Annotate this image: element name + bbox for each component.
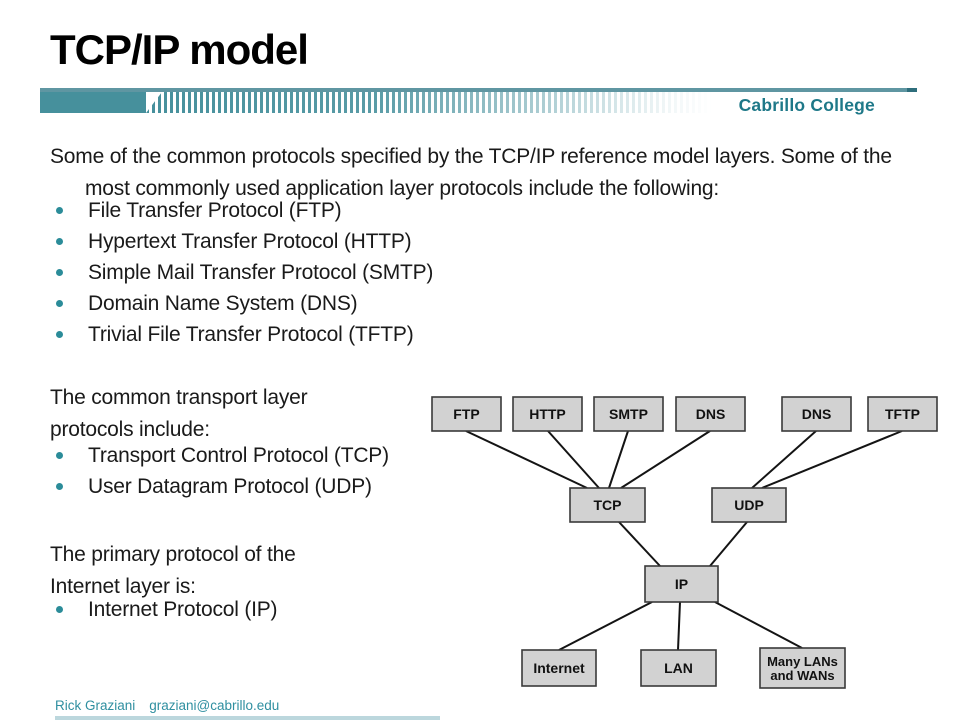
diagram-node-label: DNS bbox=[696, 406, 726, 422]
list-item: File Transfer Protocol (FTP) bbox=[50, 199, 433, 230]
protocol-diagram: FTP HTTP SMTP DNS DNS TFTP TCP UDP IP Internet LAN… bbox=[420, 390, 950, 690]
brand-text: Cabrillo College bbox=[738, 95, 875, 115]
list-item: User Datagram Protocol (UDP) bbox=[50, 475, 389, 506]
diagram-node-box bbox=[593, 396, 664, 432]
list-item: Hypertext Transfer Protocol (HTTP) bbox=[50, 230, 433, 261]
bullet-icon bbox=[56, 300, 63, 307]
application-protocol-list: File Transfer Protocol (FTP) Hypertext T… bbox=[50, 199, 433, 354]
diagram-node-tcp: TCP bbox=[569, 487, 646, 523]
list-item: Transport Control Protocol (TCP) bbox=[50, 444, 389, 475]
internet-intro-line-2: Internet layer is: bbox=[50, 575, 196, 598]
diagram-node-label: LAN bbox=[664, 660, 693, 676]
list-item: Internet Protocol (IP) bbox=[50, 598, 278, 629]
bullet-icon bbox=[56, 452, 63, 459]
bullet-icon bbox=[56, 238, 63, 245]
band-line-tip bbox=[907, 88, 917, 92]
diagram-node-dns-1: DNS bbox=[675, 396, 746, 432]
list-item: Simple Mail Transfer Protocol (SMTP) bbox=[50, 261, 433, 292]
diagram-edge-tftp-udp bbox=[761, 430, 903, 489]
diagram-node-label: SMTP bbox=[609, 406, 648, 422]
list-item: Domain Name System (DNS) bbox=[50, 292, 433, 323]
diagram-node-box bbox=[781, 396, 852, 432]
diagram-edge-dns-2-udp bbox=[751, 430, 817, 489]
diagram-node-box bbox=[569, 487, 646, 523]
diagram-edge-http-tcp bbox=[547, 430, 600, 489]
transport-intro-line-1: The common transport layer bbox=[50, 386, 308, 409]
bullet-icon bbox=[56, 483, 63, 490]
diagram-node-label: DNS bbox=[802, 406, 832, 422]
diagram-node-internet: Internet bbox=[521, 649, 597, 687]
bullet-icon bbox=[56, 331, 63, 338]
diagram-node-label: UDP bbox=[734, 497, 764, 513]
diagram-node-label: TFTP bbox=[885, 406, 920, 422]
diagram-edge-ip-wans bbox=[714, 601, 803, 649]
band-solid-block bbox=[40, 92, 146, 113]
diagram-node-label: IP bbox=[675, 576, 688, 592]
diagram-node-box bbox=[867, 396, 938, 432]
diagram-edge-dns-1-tcp bbox=[620, 430, 711, 489]
diagram-node-box bbox=[759, 647, 846, 689]
diagram-edge-ip-lan bbox=[677, 601, 681, 651]
diagram-node-label: FTP bbox=[453, 406, 479, 422]
internet-intro-line-1: The primary protocol of the bbox=[50, 543, 296, 566]
bullet-icon bbox=[56, 606, 63, 613]
internet-protocol-list: Internet Protocol (IP) bbox=[50, 598, 278, 629]
protocol-diagram-svg: FTP HTTP SMTP DNS DNS TFTP TCP UDP IP Internet LAN… bbox=[431, 396, 938, 689]
diagram-node-label: Internet bbox=[533, 660, 585, 676]
diagram-node-box bbox=[521, 649, 597, 687]
page-title: TCP/IP model bbox=[50, 26, 309, 73]
band-stripe-fade bbox=[146, 92, 712, 113]
diagram-node-ftp: FTP bbox=[431, 396, 502, 432]
diagram-node-label: TCP bbox=[594, 497, 622, 513]
intro-line-2: most commonly used application layer pro… bbox=[85, 177, 720, 200]
footer-email: graziani@cabrillo.edu bbox=[149, 698, 280, 713]
diagram-node-udp: UDP bbox=[711, 487, 787, 523]
diagram-edge-smtp-tcp bbox=[608, 430, 629, 489]
diagram-edge-ip-internet bbox=[558, 601, 653, 651]
footer-accent-strip bbox=[55, 716, 440, 720]
diagram-node-smtp: SMTP bbox=[593, 396, 664, 432]
diagram-node-lan: LAN bbox=[640, 649, 717, 687]
footer-author: Rick Graziani bbox=[55, 698, 136, 713]
diagram-node-box bbox=[644, 565, 719, 603]
diagram-edge-udp-ip bbox=[709, 521, 748, 567]
diagram-node-label: HTTP bbox=[529, 406, 566, 422]
diagram-node-http: HTTP bbox=[512, 396, 583, 432]
bullet-icon bbox=[56, 269, 63, 276]
transport-protocol-list: Transport Control Protocol (TCP) User Da… bbox=[50, 444, 389, 506]
diagram-edge-ftp-tcp bbox=[465, 430, 588, 489]
band-stripe-wedge bbox=[146, 92, 162, 113]
intro-line-1: Some of the common protocols specified b… bbox=[50, 145, 892, 168]
diagram-node-ip: IP bbox=[644, 565, 719, 603]
diagram-node-dns-2: DNS bbox=[781, 396, 852, 432]
diagram-node-box bbox=[711, 487, 787, 523]
diagram-node-box bbox=[675, 396, 746, 432]
diagram-node-box bbox=[640, 649, 717, 687]
diagram-node-tftp: TFTP bbox=[867, 396, 938, 432]
diagram-node-box bbox=[512, 396, 583, 432]
diagram-edge-tcp-ip bbox=[618, 521, 661, 567]
diagram-node-box bbox=[431, 396, 502, 432]
list-item: Trivial File Transfer Protocol (TFTP) bbox=[50, 323, 433, 354]
band-line bbox=[40, 88, 917, 92]
footer: Rick Graziani graziani@cabrillo.edu bbox=[55, 698, 279, 713]
bullet-icon bbox=[56, 207, 63, 214]
transport-intro-line-2: protocols include: bbox=[50, 418, 210, 441]
